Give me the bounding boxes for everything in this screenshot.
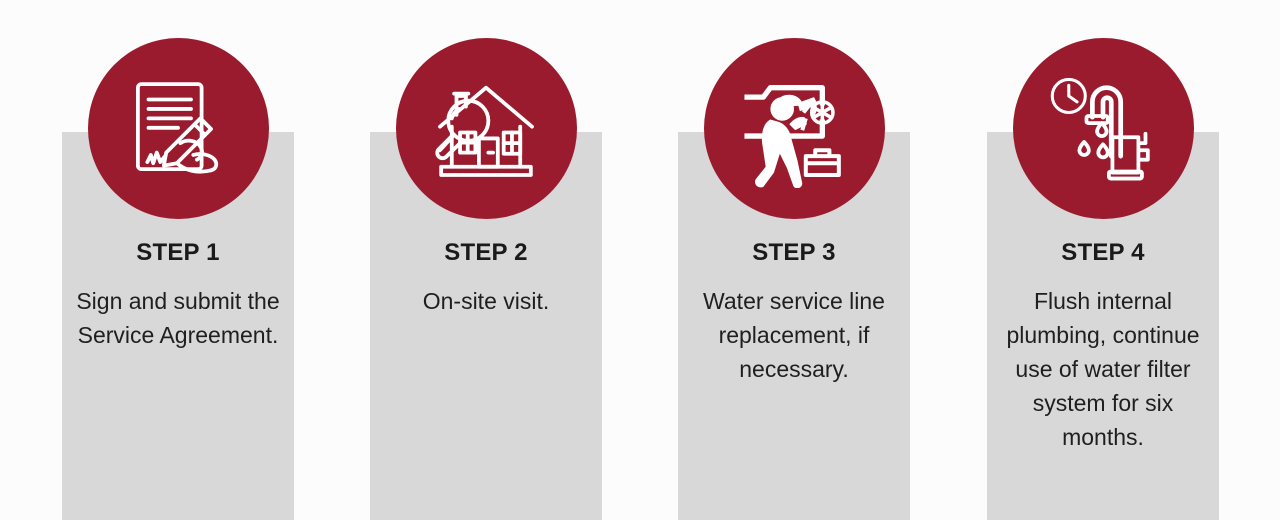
step-title: STEP 1 xyxy=(136,239,220,266)
step-text-4: STEP 4 Flush internal plumbing, continue… xyxy=(987,238,1219,454)
step-badge-4 xyxy=(1012,38,1194,219)
step-column-1: STEP 1 Sign and submit the Service Agree… xyxy=(62,0,294,520)
step-column-4: STEP 4 Flush internal plumbing, continue… xyxy=(987,0,1219,520)
step-body: Sign and submit the Service Agreement. xyxy=(76,288,280,348)
step-text-1: STEP 1 Sign and submit the Service Agree… xyxy=(62,238,294,352)
step-body: On-site visit. xyxy=(422,288,550,314)
signing-document-icon xyxy=(135,81,219,174)
step-badge-1 xyxy=(87,38,269,219)
step-title: STEP 4 xyxy=(1061,239,1145,266)
step-text-3: STEP 3 Water service line replacement, i… xyxy=(678,238,910,386)
house-inspection-magnifier-icon xyxy=(435,85,534,177)
step-badge-3 xyxy=(703,38,885,219)
step-title: STEP 3 xyxy=(752,239,836,266)
step-column-2: STEP 2 On-site visit. xyxy=(370,0,602,520)
step-badge-2 xyxy=(395,38,577,219)
step-body: Water service line replacement, if neces… xyxy=(703,288,885,382)
step-title: STEP 2 xyxy=(444,239,528,266)
plumber-pipes-toolbox-icon xyxy=(744,84,841,188)
step-text-2: STEP 2 On-site visit. xyxy=(370,238,602,318)
step-body: Flush internal plumbing, continue use of… xyxy=(1006,288,1200,450)
faucet-drip-clock-filter-icon xyxy=(1050,77,1150,180)
step-column-3: STEP 3 Water service line replacement, i… xyxy=(678,0,910,520)
